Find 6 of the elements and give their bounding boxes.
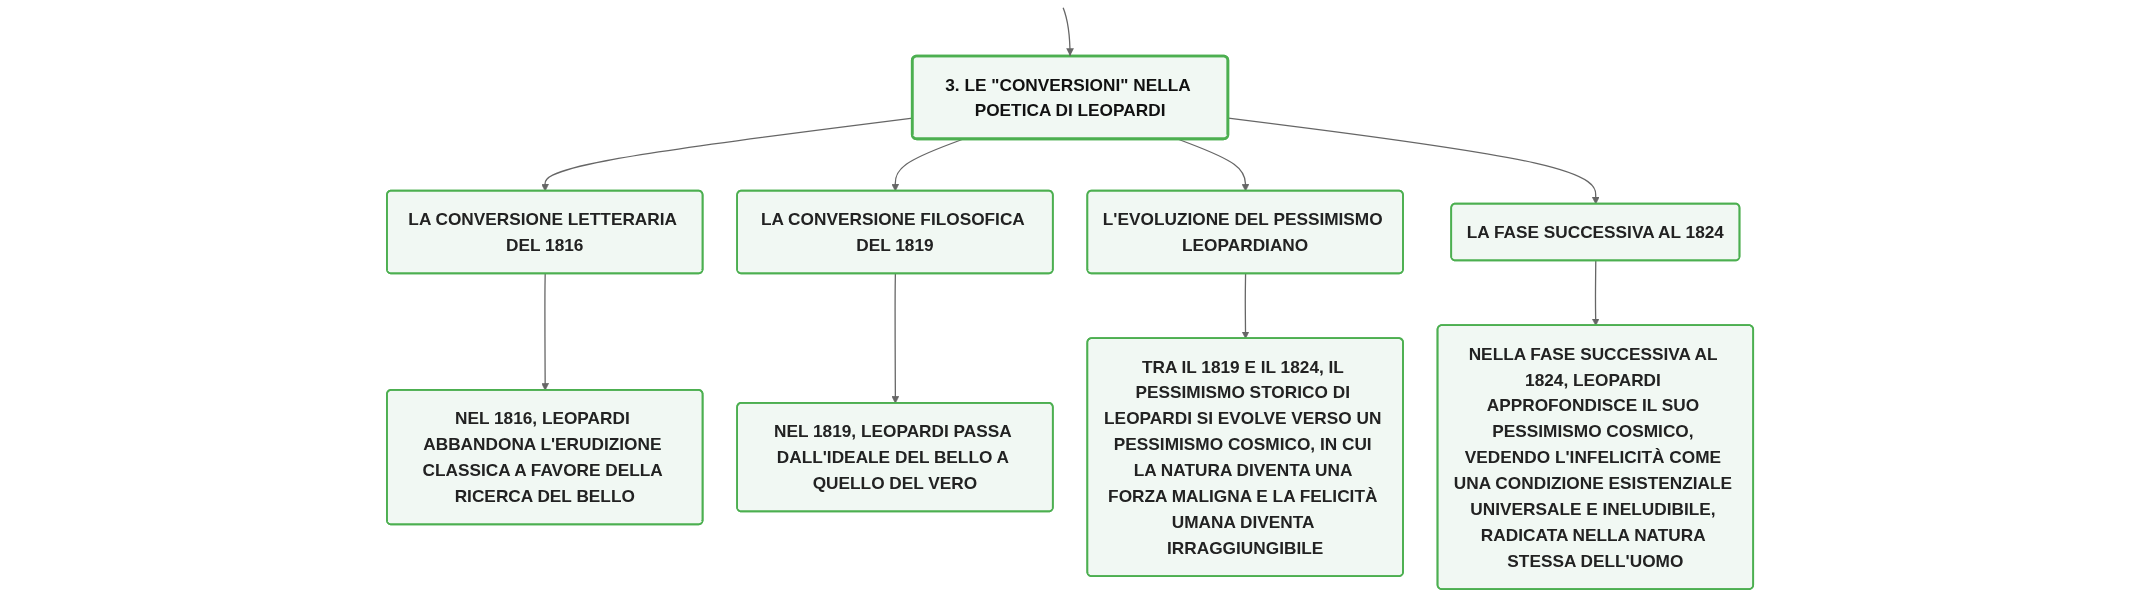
arrow [891,273,900,404]
arrow [1227,117,1600,205]
arrow [1591,260,1600,326]
arrow [541,273,549,391]
arrow [1241,273,1250,339]
arrow [1062,7,1074,57]
